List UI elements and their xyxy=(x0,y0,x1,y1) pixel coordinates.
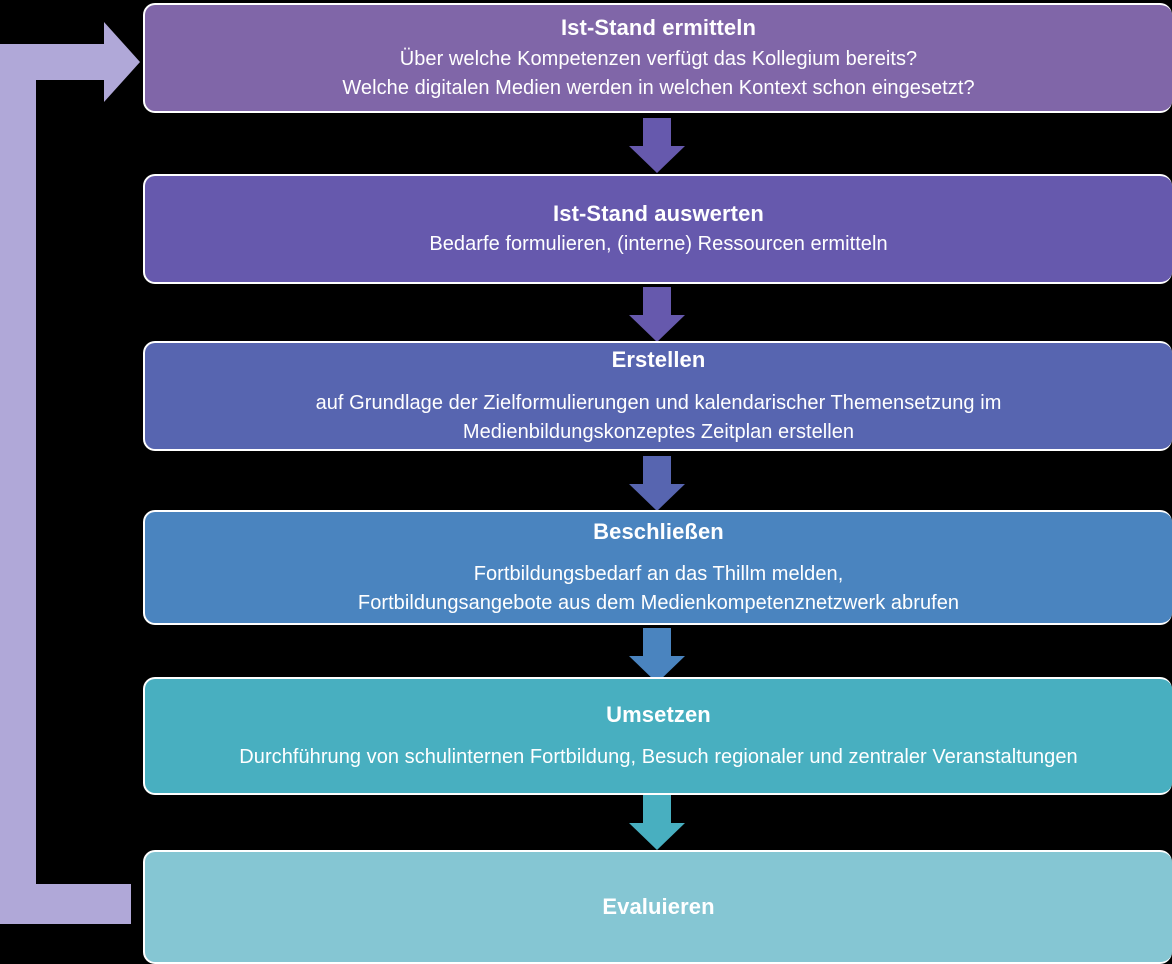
step-box-umsetzen[interactable]: Umsetzen Durchführung von schulinternen … xyxy=(143,677,1172,795)
arrow-shaft xyxy=(643,456,671,486)
arrow-shaft xyxy=(643,628,671,658)
arrow-head xyxy=(629,146,685,173)
step-box-ist-stand-auswerten[interactable]: Ist-Stand auswerten Bedarfe formulieren,… xyxy=(143,174,1172,284)
feedback-loop-arrow xyxy=(0,22,140,924)
arrow-head xyxy=(629,484,685,511)
step-description: Bedarfe formulieren, (interne) Ressource… xyxy=(429,233,888,256)
step-description: Durchführung von schulinternen Fortbildu… xyxy=(239,746,1078,769)
connector-arrow-3 xyxy=(629,456,685,511)
arrow-shaft xyxy=(643,795,671,825)
connector-arrow-1 xyxy=(629,118,685,173)
step-description: auf Grundlage der Zielformulierungen und… xyxy=(315,391,1002,443)
step-title: Erstellen xyxy=(611,347,706,373)
step-title: Beschließen xyxy=(593,518,724,544)
step-description: Über welche Kompetenzen verfügt das Koll… xyxy=(342,47,975,99)
connector-arrow-5 xyxy=(629,795,685,850)
step-title: Umsetzen xyxy=(606,701,711,727)
arrow-head xyxy=(629,315,685,342)
step-box-beschliessen[interactable]: Beschließen Fortbildungsbedarf an das Th… xyxy=(143,510,1172,625)
connector-arrow-4 xyxy=(629,628,685,683)
connector-arrow-2 xyxy=(629,287,685,342)
step-description: Fortbildungsbedarf an das Thillm melden,… xyxy=(357,563,960,615)
step-box-evaluieren[interactable]: Evaluieren xyxy=(143,850,1172,964)
step-box-erstellen[interactable]: Erstellen auf Grundlage der Zielformulie… xyxy=(143,341,1172,451)
arrow-shaft xyxy=(643,118,671,148)
step-title: Ist-Stand auswerten xyxy=(553,200,764,226)
step-title: Evaluieren xyxy=(602,894,715,920)
step-title: Ist-Stand ermitteln xyxy=(560,15,757,41)
step-box-ist-stand-ermitteln[interactable]: Ist-Stand ermitteln Über welche Kompeten… xyxy=(143,3,1172,113)
arrow-head xyxy=(629,823,685,850)
arrow-shaft xyxy=(643,287,671,317)
